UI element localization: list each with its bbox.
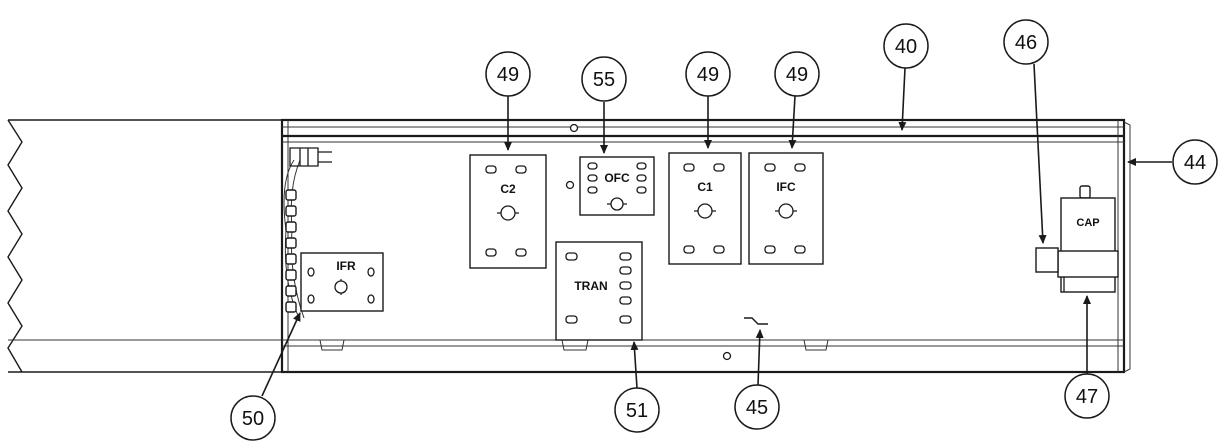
- callout-46: 46: [1003, 19, 1049, 65]
- callout-49-c2: 49: [485, 51, 531, 97]
- bottom-clip: [803, 339, 829, 351]
- unit-housing: [7, 119, 282, 373]
- ifc-label: IFC: [776, 180, 796, 194]
- bottom-clip: [319, 339, 345, 351]
- control-panel: [280, 118, 1131, 374]
- c2-label: C2: [500, 182, 516, 196]
- ifc-contactor: IFC: [748, 152, 824, 265]
- c1-label: C1: [697, 180, 713, 194]
- c1-contactor: C1: [668, 152, 742, 265]
- callout-label: 40: [895, 36, 917, 58]
- callout-40: 40: [883, 23, 929, 69]
- callout-label: 55: [593, 69, 615, 91]
- cap-label: CAP: [1076, 217, 1099, 229]
- callout-44: 44: [1172, 139, 1218, 185]
- callout-51: 51: [614, 387, 660, 433]
- ifr-relay: IFR: [300, 252, 384, 312]
- leader-lines: [261, 63, 1172, 397]
- callout-label: 51: [626, 400, 648, 422]
- callout-label: 49: [497, 64, 519, 86]
- callout-label: 44: [1184, 152, 1206, 174]
- ofc-relay: OFC: [565, 156, 655, 216]
- wire-tie: [744, 317, 768, 325]
- callout-49-c1: 49: [685, 51, 731, 97]
- callout-label: 49: [786, 64, 808, 86]
- callout-50: 50: [230, 395, 276, 441]
- callout-49-ifc: 49: [774, 51, 820, 97]
- callout-label: 49: [697, 64, 719, 86]
- break-line: [7, 119, 23, 373]
- callout-label: 50: [242, 408, 264, 430]
- transformer: TRAN: [555, 241, 643, 341]
- ifr-label: IFR: [336, 259, 356, 273]
- wire-grommet-strip: [283, 147, 332, 321]
- screw-hole-bottom: [722, 351, 732, 361]
- screw-hole-top: [569, 123, 579, 133]
- callout-label: 45: [746, 397, 768, 419]
- c2-contactor: C2: [469, 154, 547, 269]
- callout-label: 46: [1015, 32, 1037, 54]
- capacitor: CAP: [1035, 185, 1119, 293]
- callout-45: 45: [734, 384, 780, 430]
- callout-55: 55: [581, 56, 627, 102]
- callout-47: 47: [1064, 373, 1110, 419]
- tran-label: TRAN: [574, 279, 607, 293]
- callout-label: 47: [1076, 386, 1098, 408]
- bottom-clip: [561, 339, 589, 351]
- ofc-label: OFC: [604, 171, 630, 185]
